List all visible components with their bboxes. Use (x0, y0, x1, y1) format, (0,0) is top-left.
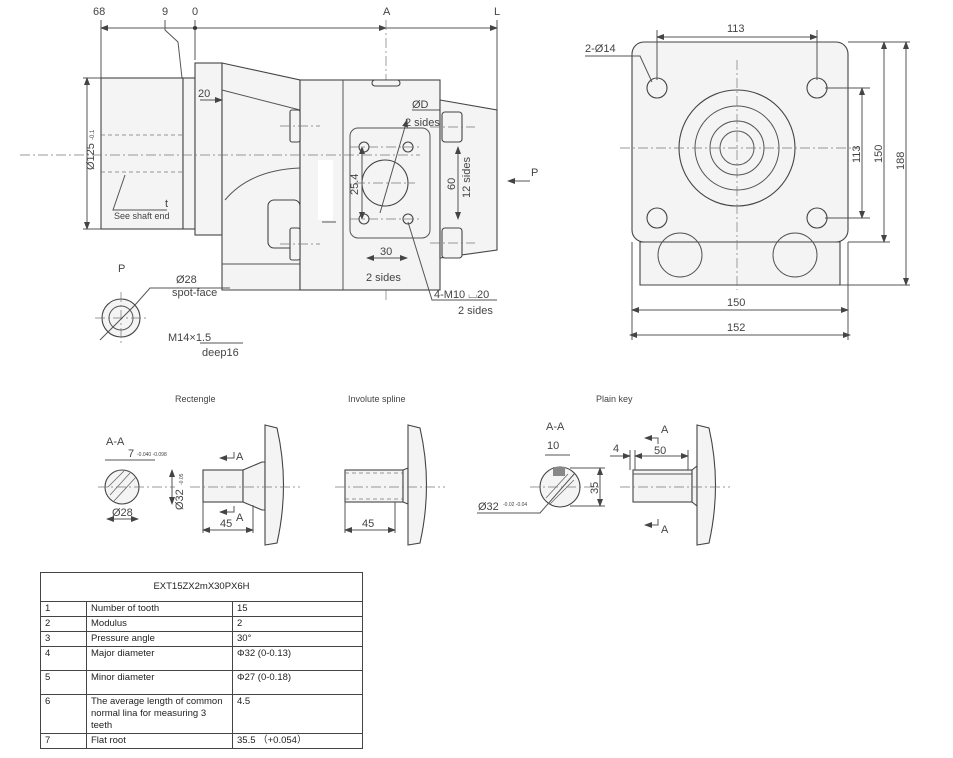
phi-d-sides: 2 sides (405, 117, 440, 129)
dim-188: 188 (895, 152, 907, 170)
plain-key-dim-10: 10 (547, 440, 559, 452)
rectangle-phi-32: Ø32 (174, 489, 186, 510)
row-number: 1 (40, 601, 87, 617)
involute-len-45: 45 (362, 518, 374, 530)
side-view: 68 9 0 A L Ø125 -0.1 t See shaft end (20, 6, 538, 317)
dim-0: 0 (192, 6, 198, 18)
row-parameter: Modulus (86, 616, 233, 632)
dim-113-side: 113 (851, 145, 863, 163)
thread-sides: 2 sides (458, 305, 493, 317)
rectangle-section-label: A-A (106, 436, 125, 448)
dim-25-4: 25.4 (349, 174, 361, 195)
dim-30-sides: 2 sides (366, 272, 401, 284)
dim-113-top: 113 (727, 23, 745, 35)
front-view: 113 2-Ø14 113 150 188 150 152 (585, 23, 910, 340)
row-value: 2 (232, 616, 363, 632)
shaft-involute-spline: Involute spline 45 (335, 394, 445, 546)
row-parameter: Flat root (86, 733, 233, 749)
row-number: 2 (40, 616, 87, 632)
port-detail: P Ø28 spot-face M14×1.5 deep16 (95, 263, 243, 359)
row-value: 15 (232, 601, 363, 617)
dim-60: 60 (446, 178, 458, 190)
plain-key-dim-4: 4 (613, 443, 619, 455)
plain-key-title: Plain key (596, 394, 633, 404)
row-value: Φ32 (0-0.13) (232, 646, 363, 671)
rectangle-phi-28: Ø28 (112, 507, 133, 519)
holes-2-phi-14: 2-Ø14 (585, 43, 616, 55)
shaft-t-label: t (165, 198, 168, 210)
row-number: 3 (40, 631, 87, 647)
dim-9: 9 (162, 6, 168, 18)
plain-key-section-arrow-a-bottom: A (661, 524, 669, 536)
row-number: 7 (40, 733, 87, 749)
table-title: EXT15ZX2mX30PX6H (40, 572, 363, 602)
rectangle-dim-7-tol: -0.040 -0.098 (137, 452, 167, 458)
depth-label: deep16 (202, 347, 239, 359)
row-number: 6 (40, 694, 87, 734)
row-parameter: Major diameter (86, 646, 233, 671)
spot-face-label: spot-face (172, 287, 217, 299)
dim-152: 152 (727, 322, 745, 334)
shaft-rectangle: Rectengle A-A 7 -0.040 -0.098 Ø32 -0.05 … (98, 394, 300, 546)
rectangle-section-arrow-a-top: A (236, 451, 244, 463)
dim-30: 30 (380, 246, 392, 258)
row-value: 35.5 （+0.054） (232, 733, 363, 749)
rectangle-section-arrow-a-bottom: A (236, 512, 244, 524)
dim-68: 68 (93, 6, 105, 18)
row-number: 5 (40, 670, 87, 695)
involute-title: Involute spline (348, 394, 406, 404)
row-parameter: Pressure angle (86, 631, 233, 647)
shaft-plain-key: Plain key A-A 10 35 Ø32 -0.02 -0.04 4 50… (477, 394, 730, 546)
rectangle-phi-32-tol: -0.05 (179, 473, 185, 485)
thread-4-m10: 4-M10 ⌴20 (434, 289, 489, 301)
row-value: Φ27 (0-0.18) (232, 670, 363, 695)
plain-key-phi-32: Ø32 (478, 501, 499, 513)
dim-a: A (383, 6, 391, 18)
port-p-label: P (531, 167, 538, 179)
phi-28-label: Ø28 (176, 274, 197, 286)
plain-key-dim-35: 35 (589, 482, 601, 494)
dim-12-sides: 12 sides (461, 157, 473, 198)
rectangle-len-45: 45 (220, 518, 232, 530)
rectangle-dim-7: 7 (128, 448, 134, 460)
plain-key-section-label: A-A (546, 421, 565, 433)
row-value: 30° (232, 631, 363, 647)
dim-150-side: 150 (873, 145, 885, 163)
plain-key-section-arrow-a-top: A (661, 424, 669, 436)
dim-l: L (494, 6, 500, 18)
dim-150-bottom: 150 (727, 297, 745, 309)
port-detail-title: P (118, 263, 125, 275)
phi-d-label: ØD (412, 99, 429, 111)
dim-20: 20 (198, 88, 210, 100)
see-shaft-end-note: See shaft end (114, 211, 170, 221)
row-parameter: The average length of common normal lina… (86, 694, 233, 734)
rectangle-title: Rectengle (175, 394, 216, 404)
row-parameter: Minor diameter (86, 670, 233, 695)
row-value: 4.5 (232, 694, 363, 734)
thread-m14: M14×1.5 (168, 332, 211, 344)
row-number: 4 (40, 646, 87, 671)
phi-125-label: Ø125 (85, 143, 97, 170)
plain-key-dim-50: 50 (654, 445, 666, 457)
plain-key-phi-32-tol: -0.02 -0.04 (503, 502, 527, 508)
phi-125-tolerance: -0.1 (90, 129, 96, 140)
row-parameter: Number of tooth (86, 601, 233, 617)
